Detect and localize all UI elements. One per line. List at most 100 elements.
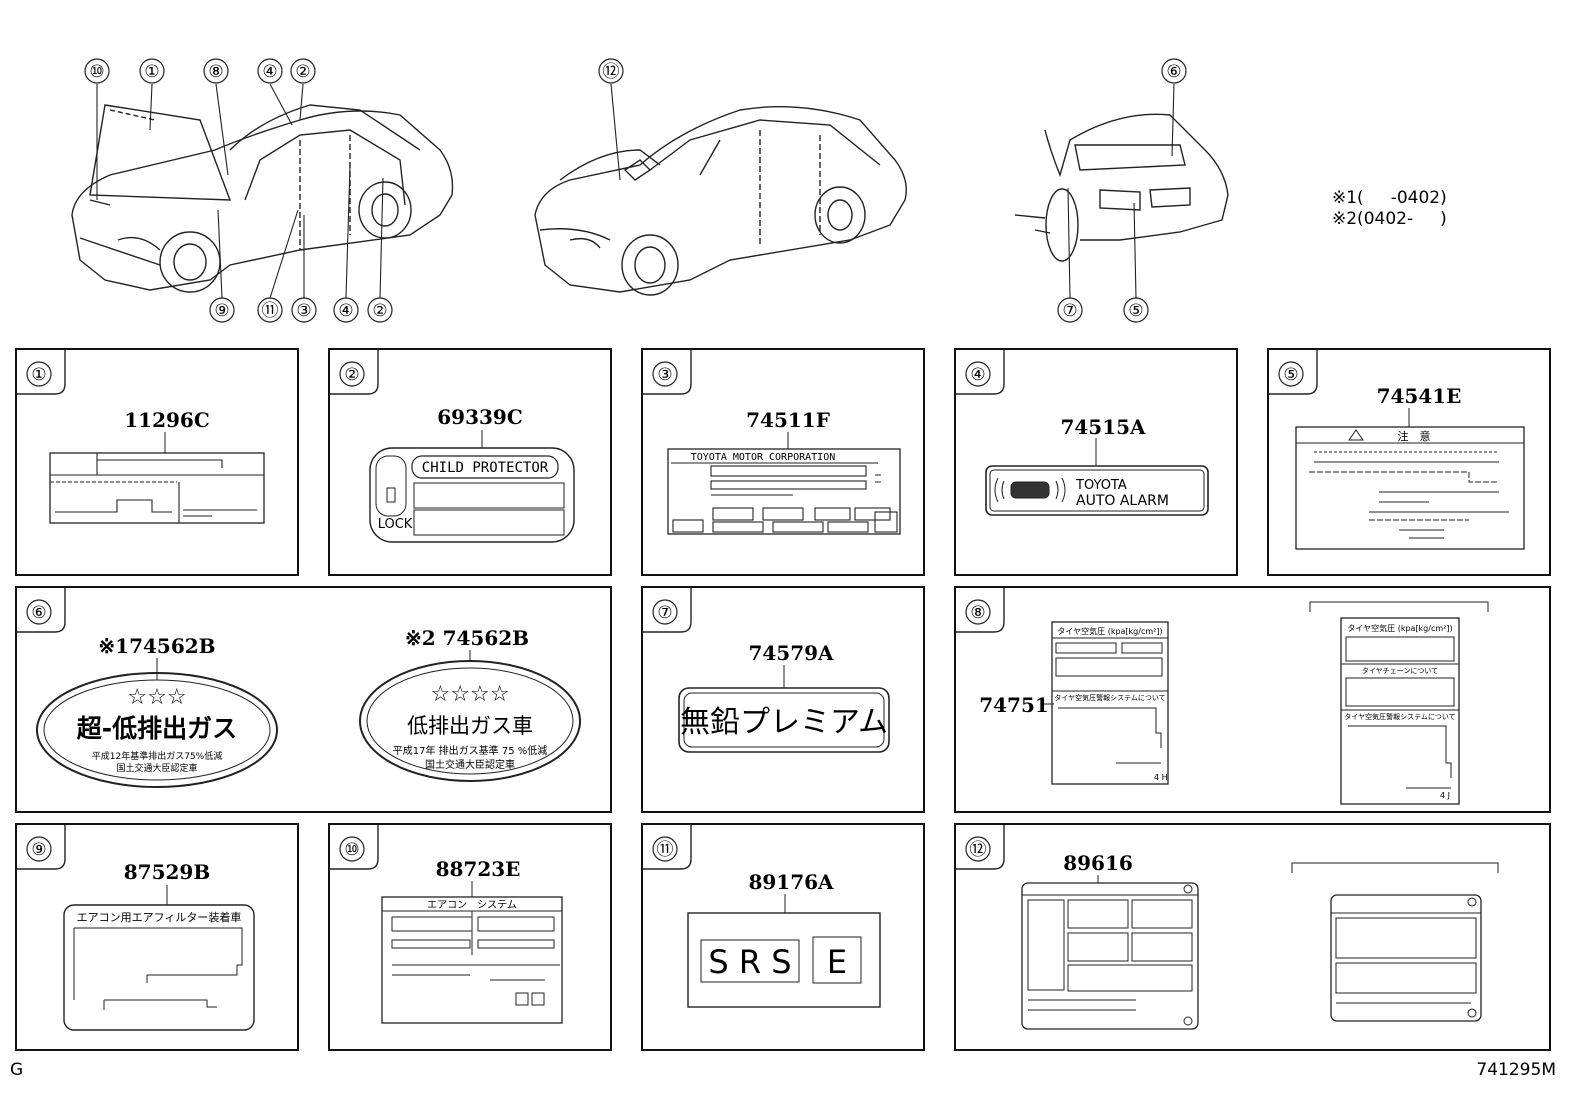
part-number: 88723E — [435, 857, 521, 881]
panel-6: ⑥ ※174562B ※2 74562B ☆☆☆ 超-低排出ガス 平成12年基準… — [15, 586, 612, 813]
panel-number-tab: ⑨ — [17, 825, 66, 870]
callout-7: ⑦ — [1057, 297, 1083, 323]
panel-number-tab: ⑫ — [956, 825, 1005, 870]
panel-2: ② 69339C CHILD PROTECTOR LOCK — [328, 348, 612, 576]
svg-text:⑥: ⑥ — [1166, 62, 1181, 82]
svg-text:②: ② — [295, 62, 310, 82]
svg-text:⑪: ⑪ — [262, 301, 279, 321]
svg-text:⑦: ⑦ — [1062, 301, 1077, 321]
part-number: 74751 — [979, 693, 1049, 717]
panel-1: ① 11296C — [15, 348, 299, 576]
svg-text:無鉛プレミアム: 無鉛プレミアム — [680, 705, 888, 740]
svg-text:TOYOTA: TOYOTA — [1075, 478, 1127, 493]
svg-text:タイヤ空気圧 (kpa[kg/cm²]): タイヤ空気圧 (kpa[kg/cm²]) — [1347, 623, 1452, 633]
label-drawing: ☆☆☆ 超-低排出ガス 平成12年基準排出ガス75%低減 国土交通大臣認定車 ☆… — [36, 650, 581, 788]
label-drawing — [49, 432, 265, 524]
svg-text:エアコン用エアフィルター装着車: エアコン用エアフィルター装着車 — [77, 910, 242, 924]
panel-5: ⑤ 74541E 注 意 — [1267, 348, 1551, 576]
svg-text:③: ③ — [657, 365, 672, 385]
svg-text:S R S: S R S — [708, 943, 791, 981]
svg-text:⑧: ⑧ — [970, 603, 985, 623]
svg-text:AUTO ALARM: AUTO ALARM — [1076, 493, 1169, 509]
svg-text:タイヤ空気圧 (kpa[kg/cm²]): タイヤ空気圧 (kpa[kg/cm²]) — [1057, 626, 1162, 636]
part-number: 74515A — [1060, 415, 1146, 439]
svg-text:⑨: ⑨ — [31, 840, 46, 860]
part-number: 89176A — [748, 870, 834, 894]
callout-4-top: ④ — [257, 58, 283, 84]
panel-7: ⑦ 74579A 無鉛プレミアム — [641, 586, 925, 813]
panel-number-tab: ④ — [956, 350, 1005, 395]
panel-number-tab: ② — [330, 350, 379, 395]
svg-text:国土交通大臣認定車: 国土交通大臣認定車 — [116, 762, 197, 774]
callout-2-bottom: ② — [367, 297, 393, 323]
vehicle-illustrations: ⑩ ① ⑧ ④ ② ⑨ ⑪ ③ ④ ② ⑫ ⑥ ⑦ ⑤ — [71, 58, 1229, 323]
svg-text:⑦: ⑦ — [657, 603, 672, 623]
label-drawing: 無鉛プレミアム — [678, 665, 890, 753]
callout-9: ⑨ — [209, 297, 235, 323]
part-number: 74579A — [748, 641, 834, 665]
svg-text:平成12年基準排出ガス75%低減: 平成12年基準排出ガス75%低減 — [92, 750, 222, 762]
svg-text:②: ② — [372, 301, 387, 321]
part-number: 89616 — [1063, 851, 1133, 875]
panel-number-tab: ⑧ — [956, 588, 1005, 633]
svg-text:⑪: ⑪ — [657, 840, 674, 860]
panel-3: ③ 74511F TOYOTA MOTOR CORPORATION — [641, 348, 925, 576]
svg-text:⑫: ⑫ — [970, 840, 987, 860]
label-drawing: タイヤ空気圧 (kpa[kg/cm²]) タイヤ空気圧警報システムについて 4 … — [1044, 601, 1489, 805]
svg-text:国土交通大臣認定車: 国土交通大臣認定車 — [425, 758, 515, 771]
svg-text:⑨: ⑨ — [214, 301, 229, 321]
car-front-hood-open-drawing — [71, 104, 454, 293]
svg-text:④: ④ — [262, 62, 277, 82]
svg-text:E: E — [827, 943, 847, 981]
label-drawing: S R S E — [687, 894, 881, 1008]
panel-number-tab: ⑪ — [643, 825, 692, 870]
svg-text:②: ② — [344, 365, 359, 385]
svg-text:⑧: ⑧ — [208, 62, 223, 82]
label-drawing: TOYOTA MOTOR CORPORATION — [667, 432, 901, 535]
svg-text:③: ③ — [296, 301, 311, 321]
panel-number-tab: ① — [17, 350, 66, 395]
svg-text:タイヤ空気圧警報システムについて: タイヤ空気圧警報システムについて — [1344, 712, 1455, 721]
part-number: 69339C — [437, 405, 523, 429]
callout-6: ⑥ — [1161, 58, 1187, 84]
car-rear-view-drawing — [1014, 113, 1229, 262]
callout-1: ① — [139, 58, 165, 84]
svg-text:⑩: ⑩ — [344, 840, 359, 860]
label-drawing: CHILD PROTECTOR LOCK — [369, 430, 575, 543]
svg-text:⑫: ⑫ — [603, 62, 620, 82]
label-drawing: エアコン システム — [381, 881, 563, 1024]
svg-text:⑩: ⑩ — [89, 62, 104, 82]
stars-3: ☆☆☆ — [127, 685, 186, 710]
svg-text:CHILD PROTECTOR: CHILD PROTECTOR — [422, 460, 549, 476]
part-number-a: ※174562B — [98, 634, 216, 658]
callout-8: ⑧ — [203, 58, 229, 84]
svg-text:⑥: ⑥ — [31, 603, 46, 623]
panel-8: ⑧ 74751 タイヤ空気圧 (kpa[kg/cm²]) タイヤ空気圧警報システ… — [954, 586, 1551, 813]
svg-text:⑤: ⑤ — [1283, 365, 1298, 385]
label-drawing: エアコン用エアフィルター装着車 — [63, 885, 255, 1031]
part-number-b: ※2 74562B — [404, 626, 530, 650]
svg-text:④: ④ — [970, 365, 985, 385]
svg-text:タイヤチェーンについて: タイヤチェーンについて — [1362, 666, 1438, 675]
stars-4: ☆☆☆☆ — [431, 682, 510, 707]
panel-4: ④ 74515A TOYOTA AUTO ALARM — [954, 348, 1238, 576]
svg-text:④: ④ — [338, 301, 353, 321]
panel-number-tab: ⑤ — [1269, 350, 1318, 395]
panel-9: ⑨ 87529B エアコン用エアフィルター装着車 — [15, 823, 299, 1051]
footer-right: 741295M — [1476, 1060, 1556, 1080]
panel-number-tab: ⑩ — [330, 825, 379, 870]
part-number: 74541E — [1376, 384, 1462, 408]
svg-text:注 意: 注 意 — [1398, 429, 1431, 443]
part-number: 74511F — [746, 408, 830, 432]
part-number: 11296C — [124, 408, 210, 432]
panel-12: ⑫ 89616 — [954, 823, 1551, 1051]
note-1: ※1( -0402) — [1332, 188, 1447, 208]
label-drawing: TOYOTA AUTO ALARM — [985, 438, 1209, 516]
svg-text:LOCK: LOCK — [378, 517, 413, 532]
callout-11: ⑪ — [257, 297, 283, 323]
panel-11: ⑪ 89176A S R S E — [641, 823, 925, 1051]
svg-text:TOYOTA MOTOR CORPORATION: TOYOTA MOTOR CORPORATION — [691, 452, 836, 463]
svg-text:①: ① — [144, 62, 159, 82]
footer-left: G — [10, 1060, 24, 1080]
svg-text:タイヤ空気圧警報システムについて: タイヤ空気圧警報システムについて — [1054, 693, 1165, 702]
